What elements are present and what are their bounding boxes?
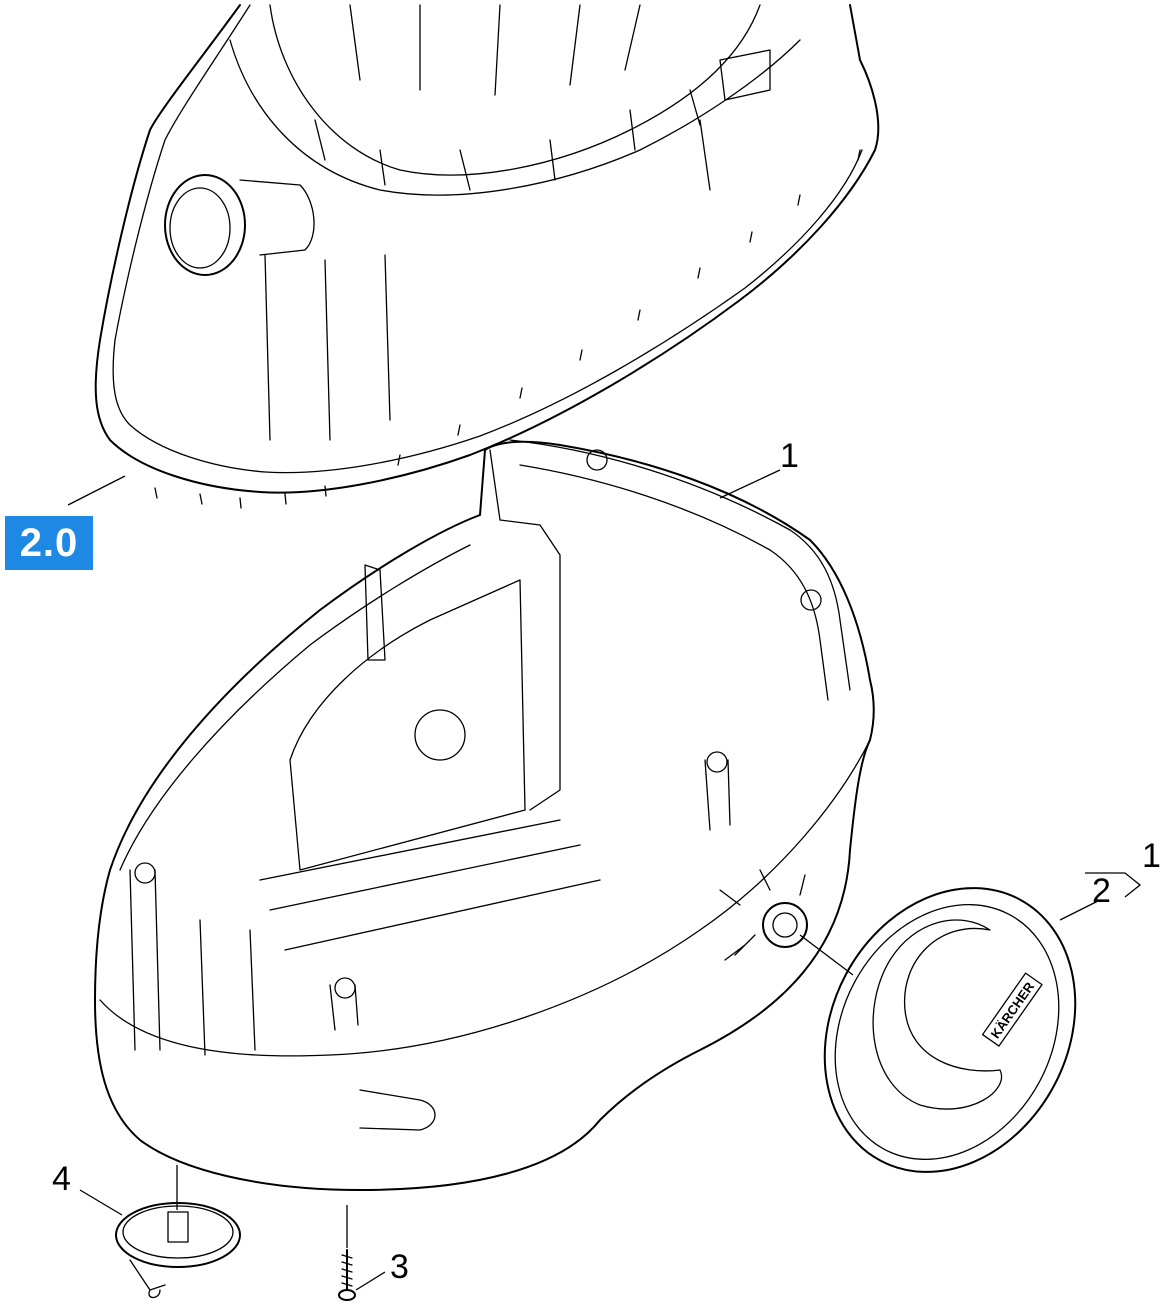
- callout-1-wheel-group: 1: [1142, 837, 1161, 875]
- wheel-cap: KÄRCHER: [823, 887, 1077, 1173]
- callout-2-wheel-cap: 2: [1092, 872, 1111, 910]
- section-badge: 2.0: [5, 516, 93, 570]
- callout-3-screw: 3: [390, 1248, 409, 1286]
- screw: [338, 1205, 386, 1301]
- lower-housing: [94, 439, 875, 1191]
- callout-1-housing: 1: [780, 437, 799, 475]
- castor: [79, 1165, 241, 1299]
- wheel-brand-text: KÄRCHER: [988, 979, 1038, 1041]
- upper-housing: [94, 4, 880, 509]
- callout-4-castor: 4: [52, 1160, 71, 1198]
